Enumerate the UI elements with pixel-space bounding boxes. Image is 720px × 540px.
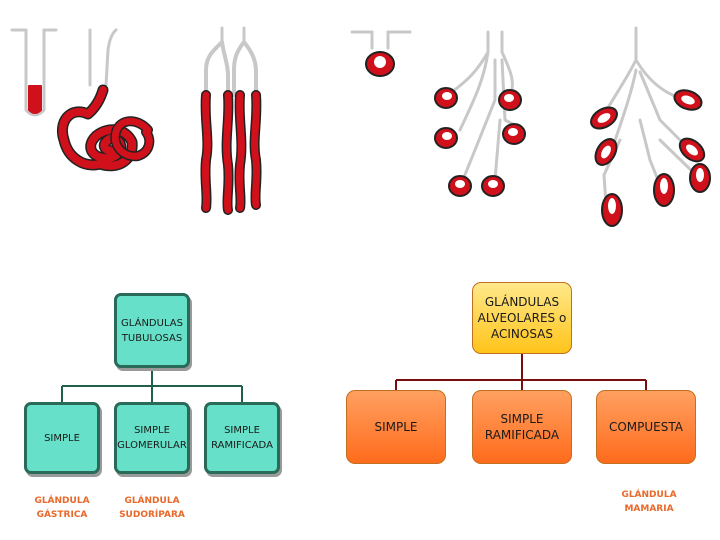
- simple-alveolar-gland-drawing: [350, 30, 412, 77]
- tubulosas-ramificada-node: SIMPLE RAMIFICADA: [204, 402, 280, 474]
- coiled-tubular-gland-drawing: [57, 28, 155, 172]
- tubulosas-root-label: GLÁNDULAS TUBULOSAS: [121, 317, 183, 344]
- alveolar-connectors: [395, 354, 647, 390]
- tubulosas-simple-label: SIMPLE: [44, 432, 80, 444]
- branched-tubular-gland-drawing: [200, 26, 262, 215]
- tubulosas-ramificada-label: SIMPLE RAMIFICADA: [211, 425, 273, 451]
- gland-illustrations: [10, 26, 711, 227]
- tubulosas-glomerular-label: SIMPLE GLOMERULAR: [117, 425, 187, 451]
- tubulosas-root-node: GLÁNDULAS TUBULOSAS: [114, 293, 190, 368]
- alveolares-compuesta-label: COMPUESTA: [608, 420, 683, 434]
- caption-glandula-sudoripara: GLÁNDULA SUDORÍPARA: [119, 496, 185, 520]
- tubular-connectors: [61, 368, 243, 402]
- alveolares-compuesta-node: COMPUESTA: [596, 390, 696, 464]
- alveolares-simple-node: SIMPLE: [346, 390, 446, 464]
- alveolares-root-label: GLÁNDULAS ALVEOLARES o ACINOSAS: [477, 295, 567, 341]
- compound-alveolar-gland-drawing: [590, 26, 711, 227]
- caption-glandula-mamaria: GLÁNDULA MAMARIA: [621, 490, 677, 514]
- branched-alveolar-gland-drawing: [434, 30, 526, 197]
- alveolares-ramificada-label: SIMPLE RAMIFICADA: [484, 412, 560, 442]
- caption-glandula-gastrica: GLÁNDULA GÁSTRICA: [34, 496, 90, 520]
- alveolares-root-node: GLÁNDULAS ALVEOLARES o ACINOSAS: [472, 282, 572, 354]
- alveolares-ramificada-node: SIMPLE RAMIFICADA: [472, 390, 572, 464]
- tubulosas-simple-node: SIMPLE: [24, 402, 100, 474]
- tubulosas-glomerular-node: SIMPLE GLOMERULAR: [114, 402, 190, 474]
- simple-tubular-gland-drawing: [10, 28, 58, 117]
- alveolares-simple-label: SIMPLE: [374, 420, 418, 434]
